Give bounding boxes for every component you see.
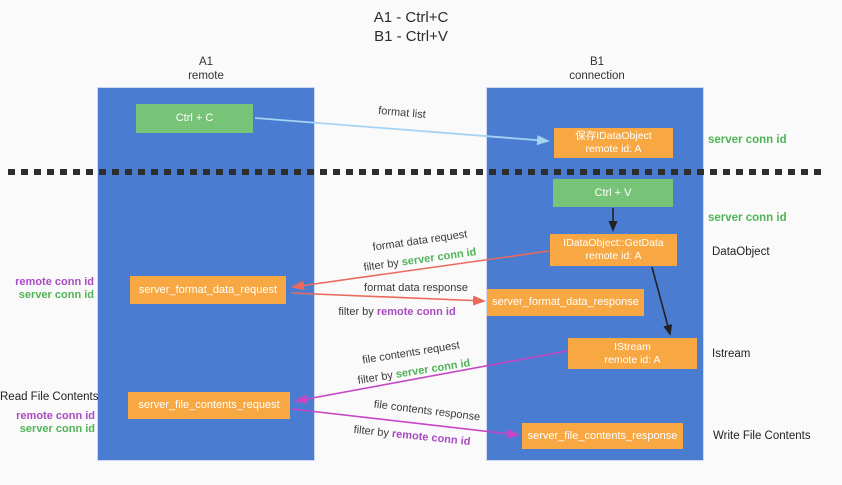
node-server-file-contents-request: server_file_contents_request [128, 392, 290, 419]
filter-id-server: server conn id [400, 246, 478, 269]
node-ctrl-c-label: Ctrl + C [175, 112, 214, 124]
node-ctrl-v-label: Ctrl + V [594, 186, 632, 199]
label-format-data-response: format data response [364, 282, 468, 294]
node-server-format-data-response: server_format_data_response [487, 289, 644, 316]
label-filter-by-remote-2: filter by remote conn id [353, 424, 471, 448]
node-format-request-label: server_format_data_request [138, 283, 278, 296]
node-getdata-line1: IDataObject::GetData [563, 237, 664, 249]
filter-id-server: server conn id [394, 357, 472, 381]
lane-b1-title: B1 [589, 56, 605, 68]
node-istream: IStream remote id: A [568, 338, 697, 369]
node-ctrl-c: Ctrl + C [136, 104, 253, 133]
node-ctrl-v: Ctrl + V [553, 179, 673, 207]
diagram-title-line1: A1 - Ctrl+C [373, 9, 449, 26]
filter-prefix: filter by [338, 306, 377, 318]
label-format-list: format list [377, 104, 427, 122]
label-remote-conn-id-format: remote conn id [15, 276, 94, 288]
node-file-response-label: server_file_contents_response [527, 429, 678, 442]
arrow-format-data-response [290, 292, 486, 306]
label-filter-by-remote-1: filter by remote conn id [338, 306, 455, 318]
label-write-file-contents: Write File Contents [713, 430, 811, 442]
node-server-file-contents-response: server_file_contents_response [522, 423, 683, 449]
label-server-conn-id-file: server conn id [19, 423, 95, 435]
node-save-idataobject: 保存IDataObject remote id: A [554, 128, 673, 158]
label-read-file-contents: Read File Contents [0, 391, 99, 403]
node-server-format-data-request: server_format_data_request [130, 276, 286, 304]
label-istream: Istream [712, 348, 751, 360]
label-file-contents-response: file contents response [373, 398, 481, 424]
node-format-response-label: server_format_data_response [492, 296, 639, 308]
lane-b1-subtitle: connection [569, 70, 625, 82]
node-idataobject-getdata: IDataObject::GetData remote id: A [550, 234, 677, 266]
lane-b1-header: B1 connection [569, 55, 625, 83]
node-getdata-line2: remote id: A [585, 250, 642, 262]
filter-id-remote: remote conn id [391, 427, 471, 449]
label-server-conn-id-top: server conn id [708, 134, 787, 146]
lane-a1-header: A1 remote [188, 55, 224, 83]
label-conn-ids-file: remote conn id server conn id [0, 410, 95, 436]
filter-prefix: filter by [362, 256, 403, 274]
label-dataobject: DataObject [712, 246, 770, 258]
diagram-title: A1 - Ctrl+C B1 - Ctrl+V [374, 8, 449, 46]
label-remote-conn-id-file: remote conn id [16, 410, 95, 422]
diagram-title-line2: B1 - Ctrl+V [374, 28, 448, 45]
label-server-conn-id-format: server conn id [18, 289, 94, 301]
node-save-idataobject-line2: remote id: A [585, 143, 642, 155]
filter-id-remote: remote conn id [376, 306, 456, 318]
lane-a1-subtitle: remote [188, 70, 224, 82]
filter-prefix: filter by [356, 368, 397, 387]
filter-prefix: filter by [353, 423, 393, 440]
label-server-conn-id-mid: server conn id [708, 212, 787, 224]
node-istream-line1: IStream [614, 340, 651, 353]
label-conn-ids-format: remote conn id server conn id [0, 276, 94, 302]
node-save-idataobject-line1: 保存IDataObject [575, 130, 652, 142]
node-istream-line2: remote id: A [604, 353, 661, 366]
node-file-request-label: server_file_contents_request [138, 399, 280, 411]
lane-a1-title: A1 [198, 56, 214, 68]
